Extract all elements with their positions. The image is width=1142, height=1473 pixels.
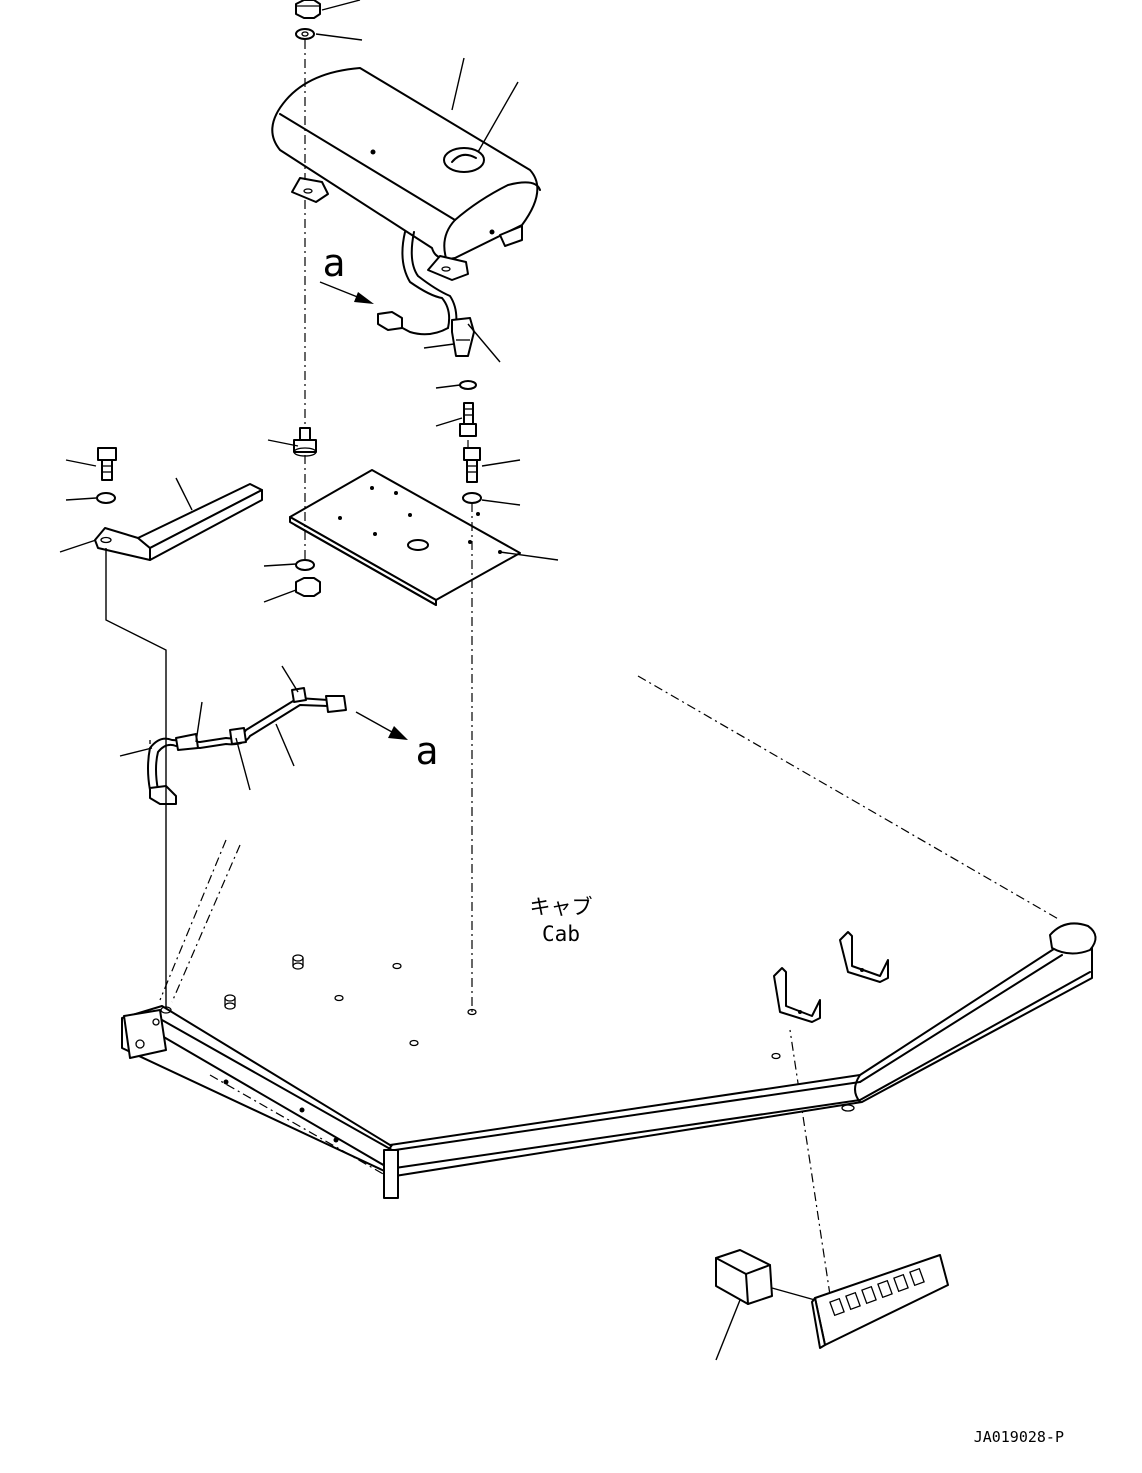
view-arrow-bottom bbox=[355, 711, 408, 740]
mounting-plate bbox=[289, 469, 521, 606]
plate-washer-right bbox=[462, 492, 482, 504]
view-ref-label-bottom: a bbox=[416, 729, 439, 773]
left-washer bbox=[96, 492, 116, 504]
clamp-bolt bbox=[459, 402, 477, 437]
top-washer bbox=[295, 28, 315, 40]
left-bracket bbox=[94, 483, 263, 561]
plate-washer-left bbox=[295, 559, 315, 571]
left-bolt bbox=[97, 447, 117, 481]
leader-lines bbox=[59, 0, 741, 1361]
side-panel bbox=[811, 1254, 949, 1349]
connector-block bbox=[715, 1249, 816, 1305]
view-arrow-top bbox=[319, 281, 374, 304]
canister-harness bbox=[377, 231, 475, 357]
cab-label-japanese: キャブ bbox=[530, 895, 593, 919]
lower-harness bbox=[147, 687, 347, 805]
plate-bolt-right bbox=[463, 447, 481, 483]
cab-label-english: Cab bbox=[542, 922, 580, 946]
cab-floor-frame bbox=[121, 922, 1097, 1199]
canister-housing bbox=[271, 67, 541, 281]
cab-bracket-1 bbox=[839, 931, 889, 983]
drawing-code: JA019028-P bbox=[974, 1428, 1064, 1446]
top-nut bbox=[295, 0, 321, 19]
rubber-mount bbox=[293, 427, 317, 457]
clamp-washer bbox=[459, 380, 477, 390]
floor-holes bbox=[160, 954, 781, 1060]
cab-bracket-2 bbox=[773, 967, 821, 1023]
assembly-center-lines bbox=[105, 40, 1061, 1296]
plate-nut-left bbox=[295, 577, 321, 597]
view-ref-label-top: a bbox=[323, 241, 346, 285]
